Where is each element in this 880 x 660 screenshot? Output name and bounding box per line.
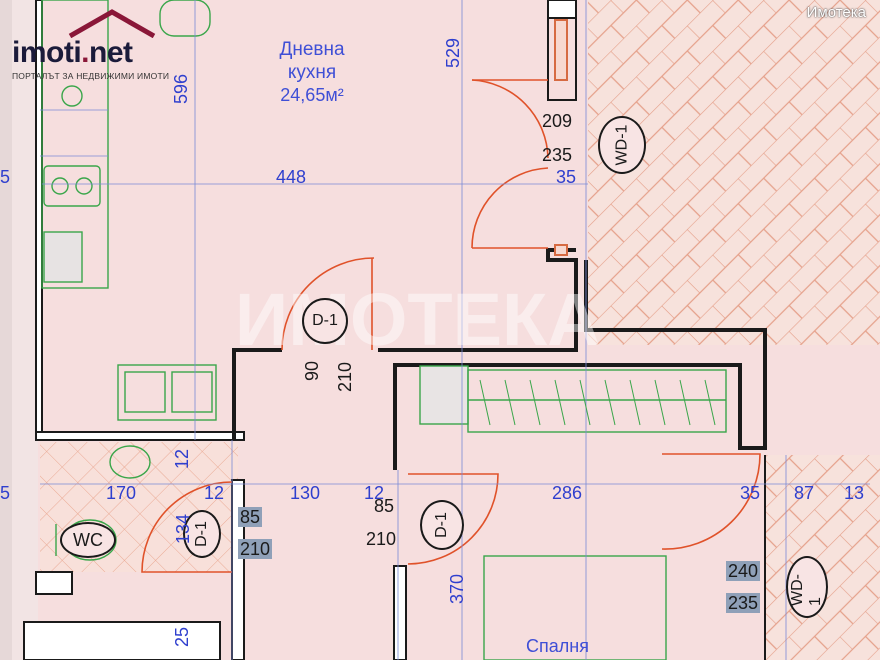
dim-170: 170 <box>106 483 137 503</box>
terrace-floor-lower <box>765 455 880 660</box>
dim-240: 240 <box>726 561 761 581</box>
dim-210c: 210 <box>366 529 397 549</box>
dim-448: 448 <box>276 167 307 187</box>
dim-235b: 235 <box>726 593 761 613</box>
room-label-bedroom: Спалня <box>526 636 589 656</box>
left-column <box>0 0 12 660</box>
dim-235a: 235 <box>542 145 573 165</box>
dim-12a: 12 <box>172 448 193 470</box>
room-label-living: Дневна кухня 24,65м² <box>262 40 362 104</box>
furniture <box>41 0 727 660</box>
dim-35a: 35 <box>556 167 577 187</box>
window-door-tag-top: WD-1 <box>598 116 646 174</box>
door-tag-d1-left: D-1 <box>183 510 221 558</box>
dim-25: 25 <box>172 626 193 648</box>
dim-90: 90 <box>302 360 323 382</box>
dim-209: 209 <box>542 111 573 131</box>
terrace-floor <box>588 0 880 345</box>
walls <box>23 0 767 660</box>
center-watermark-shape: ИМОТЕКА <box>235 278 601 361</box>
logo-wordmark: imoti.net <box>12 36 133 69</box>
door-tag-d1-top: D-1 <box>302 298 348 344</box>
imoti-logo[interactable]: imoti.net ПОРТАЛЪТ ЗА НЕДВИЖИМИ ИМОТИ <box>6 8 181 82</box>
watermark-text: Имотека <box>806 4 866 21</box>
dim-5b: 5 <box>0 483 11 503</box>
dim-12b: 12 <box>204 483 225 503</box>
dim-35b: 35 <box>740 483 761 503</box>
wardrobe-hangers <box>479 379 716 426</box>
dim-596: 596 <box>171 73 192 105</box>
dim-286: 286 <box>552 483 583 503</box>
door-swings <box>141 79 761 573</box>
dim-85a: 85 <box>238 507 263 527</box>
room-sub-living: кухня <box>287 62 337 83</box>
dim-529: 529 <box>443 37 464 69</box>
room-area-living: 24,65м² <box>280 85 344 105</box>
dim-13: 13 <box>844 483 865 503</box>
dim-210a: 210 <box>335 361 356 393</box>
dim-85b: 85 <box>374 496 395 516</box>
dim-130: 130 <box>290 483 321 503</box>
dim-87: 87 <box>794 483 815 503</box>
dimension-lines <box>40 0 870 660</box>
room-label-wc: WC <box>60 522 116 558</box>
house-roof-icon <box>68 9 156 38</box>
room-name-living: Дневна <box>279 39 345 60</box>
window-door-tag-bottom: WD-1 <box>786 556 828 618</box>
dim-5a: 5 <box>0 167 11 187</box>
dim-370: 370 <box>447 573 468 605</box>
dim-12c: 12 <box>364 483 385 503</box>
logo-tagline: ПОРТАЛЪТ ЗА НЕДВИЖИМИ ИМОТИ <box>12 71 170 81</box>
dim-210b: 210 <box>238 539 273 559</box>
door-tag-d1-mid: D-1 <box>420 500 464 550</box>
dim-134: 134 <box>173 513 194 545</box>
